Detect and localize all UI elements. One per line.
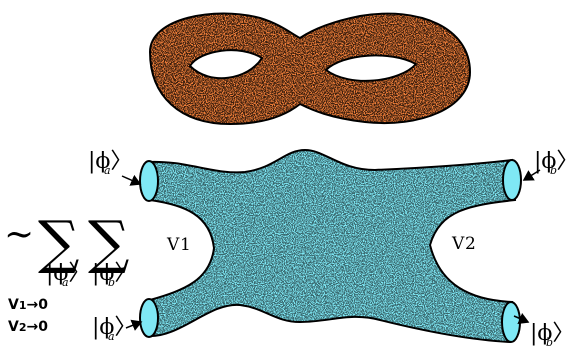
svg-text:a: a <box>62 276 69 289</box>
svg-text:1: 1 <box>180 235 191 255</box>
sum1-index: |ϕ〉 a <box>46 261 90 289</box>
ket-top-left: |ϕ〉 a <box>88 149 132 177</box>
tilde-symbol: ~ <box>4 214 34 255</box>
tube-end-top-left <box>140 161 158 201</box>
limit-v1: V1→0 <box>8 297 48 313</box>
tube-end-bottom-left <box>140 299 158 337</box>
svg-text:b: b <box>550 164 557 177</box>
arrow-top-left <box>122 176 140 184</box>
svg-text:V: V <box>451 234 465 254</box>
svg-text:V2→0: V2→0 <box>8 319 48 335</box>
limit-v2: V2→0 <box>8 319 48 335</box>
ket-bottom-left: |ϕ〉 a <box>92 315 136 343</box>
svg-text:2: 2 <box>465 234 476 254</box>
svg-text:V: V <box>166 235 180 255</box>
svg-text:b: b <box>546 336 553 349</box>
genus-two-surface <box>150 13 470 124</box>
tube-end-bottom-right <box>502 302 520 342</box>
tube-end-top-right <box>503 160 521 200</box>
sum2-index: |ϕ〉 b <box>92 261 136 289</box>
ket-bottom-right: |ϕ〉 b <box>530 321 571 349</box>
vertex-label-v2: V 2 <box>451 234 476 254</box>
vertex-label-v1: V 1 <box>166 235 191 255</box>
ket-top-right: |ϕ〉 b <box>534 149 571 177</box>
svg-text:a: a <box>104 164 111 177</box>
svg-text:V1→0: V1→0 <box>8 297 48 313</box>
svg-text:b: b <box>108 276 115 289</box>
svg-text:a: a <box>108 330 115 343</box>
